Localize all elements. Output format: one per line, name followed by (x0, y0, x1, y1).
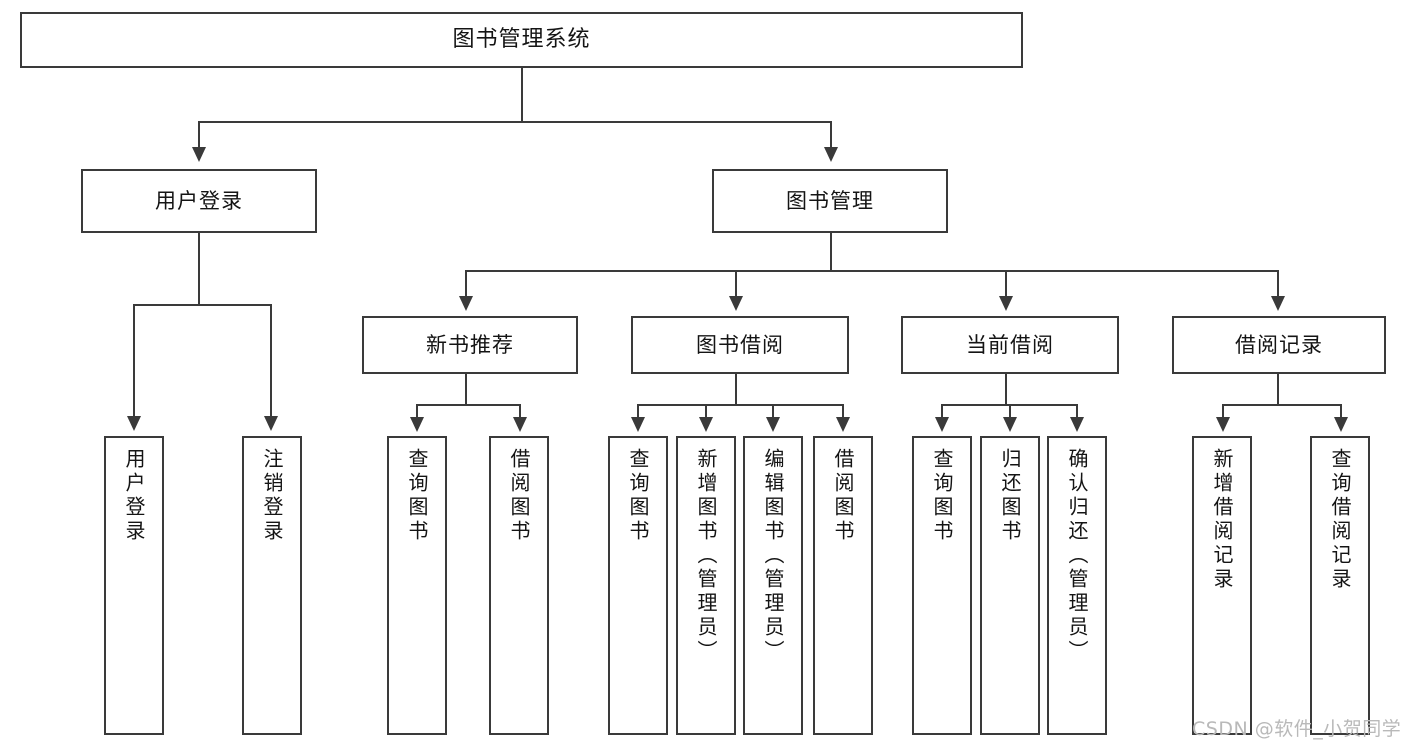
connector-root-to-book-manage (830, 121, 832, 149)
leaf-bb-add-book-admin[interactable]: 新增图书（管理员） (676, 436, 736, 735)
connector-root-bus (198, 121, 832, 123)
connector-root-stem (521, 68, 523, 122)
leaf-bb-borrow-book-label: 借阅图书 (831, 448, 855, 544)
arrowhead-book-manage (824, 147, 838, 162)
arrowhead-bb-leaf-1 (631, 417, 645, 432)
leaf-cb-confirm-return-admin[interactable]: 确认归还（管理员） (1047, 436, 1107, 735)
leaf-cb-return-book-label: 归还图书 (998, 448, 1022, 544)
leaf-br-query-record[interactable]: 查询借阅记录 (1310, 436, 1370, 735)
leaf-nbr-borrow-book[interactable]: 借阅图书 (489, 436, 549, 735)
connector-bm-to-new-book-rec (465, 270, 467, 297)
leaf-br-add-record[interactable]: 新增借阅记录 (1192, 436, 1252, 735)
arrowhead-leaf-login-1 (127, 416, 141, 431)
connector-book-manage-bus (465, 270, 1279, 272)
node-user-login[interactable]: 用户登录 (81, 169, 317, 233)
node-root[interactable]: 图书管理系统 (20, 12, 1023, 68)
leaf-bb-borrow-book[interactable]: 借阅图书 (813, 436, 873, 735)
arrowhead-cb-leaf-1 (935, 417, 949, 432)
connector-user-login-bus (133, 304, 270, 306)
node-book-borrow-label: 图书借阅 (696, 332, 784, 357)
connector-bb-to-leaf4 (842, 404, 844, 418)
arrowhead-br-leaf-2 (1334, 417, 1348, 432)
connector-user-login-to-leaf2 (270, 304, 272, 417)
leaf-logout[interactable]: 注销登录 (242, 436, 302, 735)
node-new-book-rec[interactable]: 新书推荐 (362, 316, 578, 374)
arrowhead-new-book-rec (459, 296, 473, 311)
arrowhead-leaf-login-2 (264, 416, 278, 431)
arrowhead-bb-leaf-4 (836, 417, 850, 432)
node-user-login-label: 用户登录 (155, 188, 243, 213)
leaf-logout-label: 注销登录 (260, 448, 284, 544)
arrowhead-nbr-leaf-1 (410, 417, 424, 432)
leaf-bb-edit-book-admin-label: 编辑图书（管理员） (761, 448, 785, 664)
connector-user-login-to-leaf1 (133, 304, 135, 417)
arrowhead-cb-leaf-2 (1003, 417, 1017, 432)
arrowhead-current-borrow (999, 296, 1013, 311)
node-borrow-record-label: 借阅记录 (1235, 332, 1323, 357)
connector-bm-to-book-borrow (735, 270, 737, 297)
leaf-cb-return-book[interactable]: 归还图书 (980, 436, 1040, 735)
connector-root-to-user-login (198, 121, 200, 149)
node-borrow-record[interactable]: 借阅记录 (1172, 316, 1386, 374)
connector-cb-to-leaf1 (941, 404, 943, 418)
connector-bb-to-leaf3 (772, 404, 774, 418)
leaf-bb-edit-book-admin[interactable]: 编辑图书（管理员） (743, 436, 803, 735)
node-book-manage-label: 图书管理 (786, 188, 874, 213)
connector-nbr-to-leaf1 (416, 404, 418, 418)
connector-br-to-leaf2 (1340, 404, 1342, 418)
connector-cb-stem (1005, 374, 1007, 405)
connector-nbr-to-leaf2 (519, 404, 521, 418)
arrowhead-bb-leaf-3 (766, 417, 780, 432)
leaf-bb-add-book-admin-label: 新增图书（管理员） (694, 448, 718, 664)
arrowhead-user-login (192, 147, 206, 162)
arrowhead-borrow-record (1271, 296, 1285, 311)
arrowhead-bb-leaf-2 (699, 417, 713, 432)
leaf-user-login-label: 用户登录 (122, 448, 146, 544)
leaf-cb-query-book-label: 查询图书 (930, 448, 954, 544)
arrowhead-book-borrow (729, 296, 743, 311)
node-root-label: 图书管理系统 (452, 27, 591, 53)
connector-cb-to-leaf3 (1076, 404, 1078, 418)
node-book-manage[interactable]: 图书管理 (712, 169, 948, 233)
leaf-user-login[interactable]: 用户登录 (104, 436, 164, 735)
leaf-br-add-record-label: 新增借阅记录 (1210, 448, 1234, 592)
connector-nbr-bus (416, 404, 521, 406)
leaf-br-query-record-label: 查询借阅记录 (1328, 448, 1352, 592)
arrowhead-cb-leaf-3 (1070, 417, 1084, 432)
connector-br-stem (1277, 374, 1279, 405)
leaf-nbr-query-book-label: 查询图书 (405, 448, 429, 544)
leaf-bb-query-book-label: 查询图书 (626, 448, 650, 544)
connector-cb-to-leaf2 (1009, 404, 1011, 418)
leaf-cb-confirm-return-admin-label: 确认归还（管理员） (1065, 448, 1089, 664)
connector-br-bus (1222, 404, 1342, 406)
connector-bb-stem (735, 374, 737, 405)
leaf-nbr-borrow-book-label: 借阅图书 (507, 448, 531, 544)
connector-bb-bus (637, 404, 844, 406)
connector-bb-to-leaf1 (637, 404, 639, 418)
connector-bb-to-leaf2 (705, 404, 707, 418)
connector-nbr-stem (465, 374, 467, 405)
connector-bm-to-current-borrow (1005, 270, 1007, 297)
node-current-borrow-label: 当前借阅 (966, 332, 1054, 357)
connector-user-login-stem (198, 233, 200, 305)
node-book-borrow[interactable]: 图书借阅 (631, 316, 849, 374)
connector-br-to-leaf1 (1222, 404, 1224, 418)
leaf-nbr-query-book[interactable]: 查询图书 (387, 436, 447, 735)
node-new-book-rec-label: 新书推荐 (426, 332, 514, 357)
node-current-borrow[interactable]: 当前借阅 (901, 316, 1119, 374)
leaf-bb-query-book[interactable]: 查询图书 (608, 436, 668, 735)
connector-book-manage-stem (830, 233, 832, 271)
connector-bm-to-borrow-record (1277, 270, 1279, 297)
leaf-cb-query-book[interactable]: 查询图书 (912, 436, 972, 735)
arrowhead-br-leaf-1 (1216, 417, 1230, 432)
arrowhead-nbr-leaf-2 (513, 417, 527, 432)
